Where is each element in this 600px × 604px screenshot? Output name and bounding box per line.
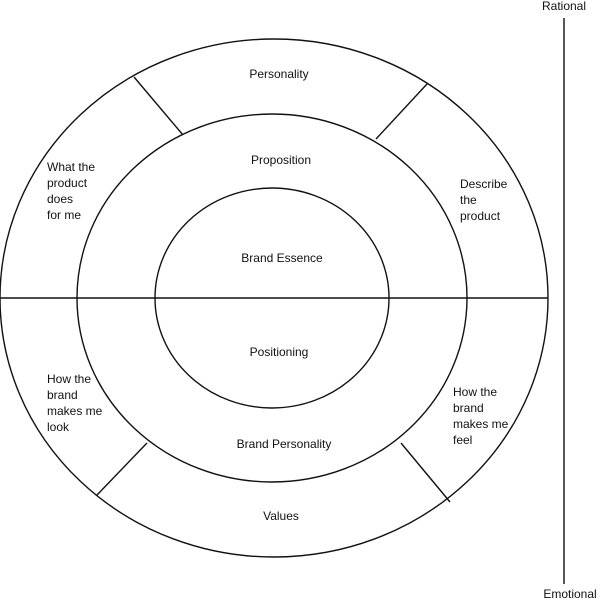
label-positioning: Positioning [250, 345, 309, 359]
label-proposition: Proposition [251, 153, 311, 167]
label-line: How the [47, 372, 91, 386]
label-what-the-product-does: What the product does for me [47, 160, 98, 222]
label-line: feel [453, 433, 472, 447]
label-line: How the [453, 385, 497, 399]
axis-label-emotional: Emotional [543, 587, 596, 601]
label-how-the-brand-makes-me-look: How the brand makes me look [47, 372, 106, 434]
label-line: does [47, 192, 73, 206]
label-how-the-brand-makes-me-feel: How the brand makes me feel [453, 385, 512, 447]
label-brand-essence: Brand Essence [241, 251, 323, 265]
label-line: the [460, 193, 477, 207]
label-line: brand [453, 401, 484, 415]
label-line: product [460, 209, 501, 223]
divider-bottom-left [96, 442, 148, 496]
label-values: Values [263, 509, 299, 523]
label-line: brand [47, 388, 78, 402]
axis-label-rational: Rational [542, 0, 586, 13]
divider-top-left [133, 76, 184, 136]
label-line: makes me [47, 404, 103, 418]
label-brand-personality: Brand Personality [237, 437, 332, 451]
label-line: for me [47, 208, 81, 222]
divider-top-right [375, 83, 428, 140]
divider-bottom-right [400, 442, 451, 503]
label-describe-the-product: Describe the product [460, 177, 511, 223]
label-line: Describe [460, 177, 508, 191]
label-line: look [47, 420, 70, 434]
label-personality: Personality [249, 67, 308, 81]
label-line: makes me [453, 417, 509, 431]
label-line: product [47, 176, 88, 190]
label-line: What the [47, 160, 95, 174]
